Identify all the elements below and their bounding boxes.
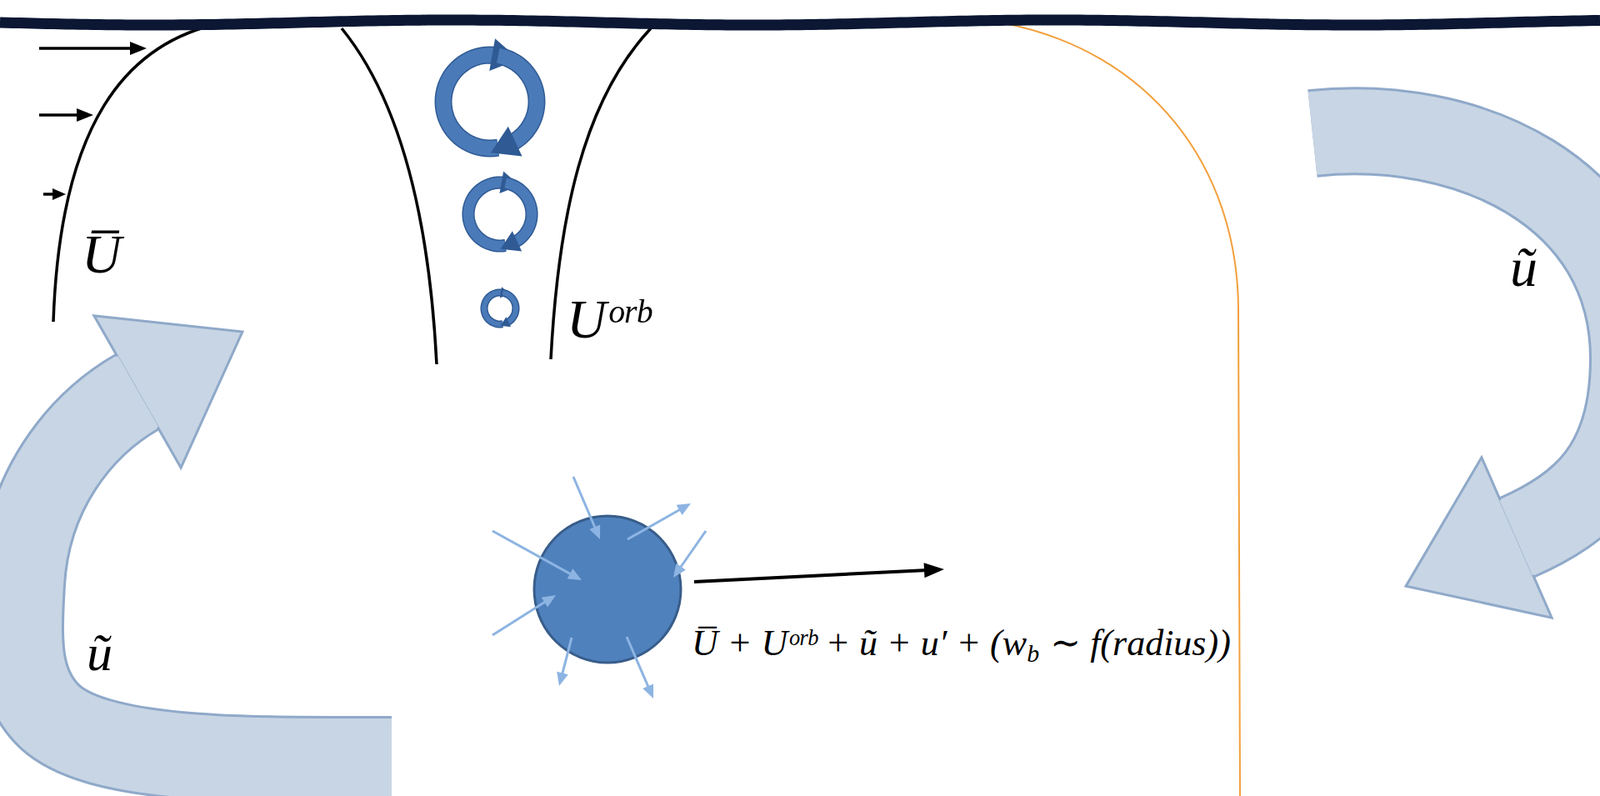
gas-flux-arrow [573, 476, 596, 530]
mean-velocity-symbol: U̅ [81, 226, 122, 282]
recirculation-arrow-outline [1312, 130, 1600, 538]
bubble-velocity-arrow [694, 570, 929, 582]
profile-arrow-head [52, 188, 66, 200]
gas-flux-arrow-head [673, 563, 686, 578]
eddy-arc [505, 183, 532, 244]
sea-surface [0, 20, 1600, 25]
orbital-envelope [341, 28, 651, 365]
eddy-symbol [468, 171, 532, 252]
gas-flux-arrow-head [676, 503, 691, 515]
gas-flux-arrow-head [556, 671, 569, 686]
mean-current-profile [39, 22, 225, 322]
expression-text: ∼ f(radius)) [1050, 622, 1231, 664]
eddy-arc [502, 292, 516, 323]
bubble-velocity-arrow-head [924, 562, 945, 578]
eddy-head [500, 316, 511, 327]
recirculation-arrow-body [1312, 130, 1600, 538]
wave-velocity-symbol: ũ [1510, 240, 1538, 295]
gas-flux-arrow [561, 637, 572, 676]
orbital-curve [550, 28, 651, 360]
gas-flux-arrow-head [589, 525, 600, 540]
expression-text: U̅ + Uᵒʳᵇ + ũ + u′ + (w [691, 622, 1027, 664]
profile-arrow-head [130, 41, 147, 55]
eddy-head [490, 126, 523, 157]
eddy-symbol [443, 38, 537, 156]
recirculation-arrow-join [1505, 498, 1538, 574]
recirculation-arrow-outline [20, 391, 392, 760]
recirculation-arrow [20, 315, 392, 760]
recirculation-arrow-head [1405, 457, 1552, 618]
boundary-curve [1000, 22, 1240, 796]
recirculation-arrow-body [20, 391, 392, 760]
profile-arrow-head [76, 108, 94, 122]
orbital-curve [341, 28, 437, 365]
wave-velocity-symbol: ũ [86, 626, 113, 679]
gas-flux-arrow-head [642, 684, 654, 699]
eddy-arc-outline [502, 292, 516, 323]
profile-curve [53, 22, 225, 322]
bubble-circle [534, 515, 681, 663]
recirculation-arrow-join [112, 358, 154, 430]
subscript: b [1026, 639, 1040, 667]
eddy-arc-outline [505, 183, 532, 244]
profile-arrow [39, 46, 134, 50]
gas-flux-arrow-head [567, 568, 582, 580]
gas-flux-arrow [492, 600, 547, 635]
gas-flux-arrow [626, 636, 650, 689]
recirculation-arrow [1312, 130, 1600, 618]
orbital-velocity-symbol: Uᵒʳᵇ [566, 291, 650, 347]
eddy-arc-outline [498, 55, 537, 145]
gas-flux-arrow [492, 530, 573, 575]
profile-arrow [39, 113, 80, 117]
velocity-expression: U̅ + Uᵒʳᵇ + ũ + u′ + (wb ∼ f(radius)) [686, 620, 1236, 667]
recirculation-arrow-head [94, 315, 243, 468]
gas-flux-arrow [627, 508, 682, 540]
gas-flux-arrow-head [541, 595, 556, 607]
eddy-arc [498, 55, 537, 145]
eddy-symbol [484, 286, 516, 327]
eddy-head [500, 230, 522, 251]
gas-flux-arrow [679, 530, 706, 569]
